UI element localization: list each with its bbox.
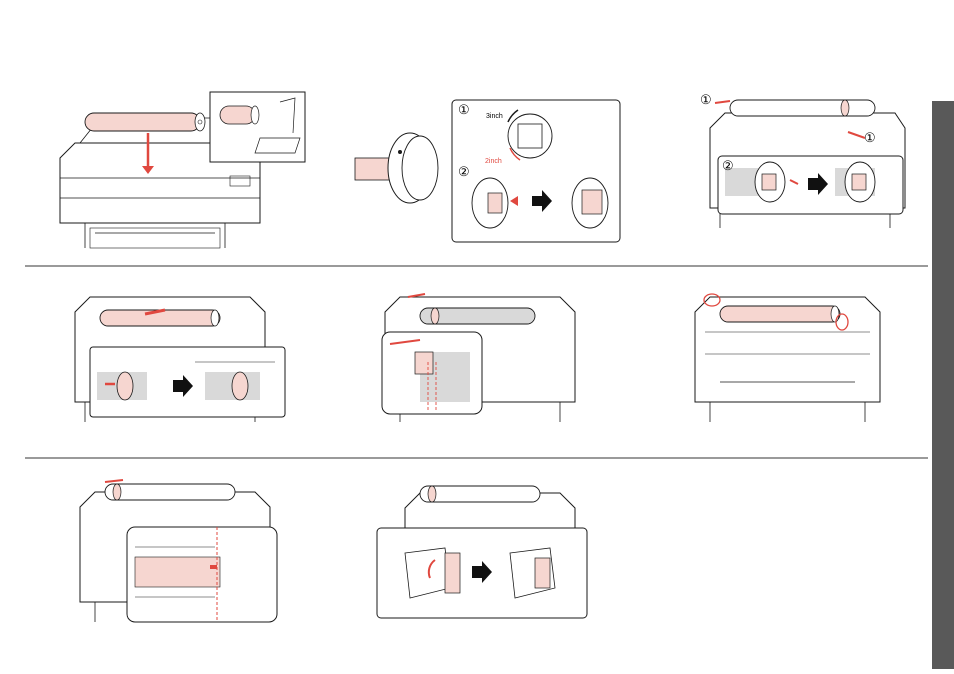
circled-number-1-icon: ① xyxy=(864,130,876,146)
circled-number-2-icon: ② xyxy=(458,164,470,180)
label-3inch: 3inch xyxy=(486,113,503,120)
printer-illustration xyxy=(55,88,307,258)
section-side-tab xyxy=(932,101,954,669)
figure-adapter-lever: 3inch 2inch ① ② xyxy=(350,98,622,244)
figure-attach-adapters: ① ① ② xyxy=(700,88,915,236)
row-divider-2 xyxy=(25,457,928,459)
figure-insert-paper xyxy=(75,472,280,627)
row-divider-1 xyxy=(25,265,928,267)
figure-rotate-roll xyxy=(690,282,890,427)
rotate-roll-illustration xyxy=(690,282,890,427)
label-2inch: 2inch xyxy=(485,158,502,165)
figure-load-roll xyxy=(55,88,307,258)
figure-align-adapter xyxy=(380,282,590,427)
circled-number-2-icon: ② xyxy=(722,158,734,174)
insert-paper-illustration xyxy=(75,472,280,627)
circled-number-1-icon: ① xyxy=(458,102,470,118)
figure-slide-roll xyxy=(65,282,290,427)
lower-lever-illustration xyxy=(375,478,590,638)
circled-number-1-icon: ① xyxy=(700,92,712,108)
figure-lower-lever xyxy=(375,478,590,638)
slide-roll-illustration xyxy=(65,282,290,427)
align-adapter-illustration xyxy=(380,282,590,427)
